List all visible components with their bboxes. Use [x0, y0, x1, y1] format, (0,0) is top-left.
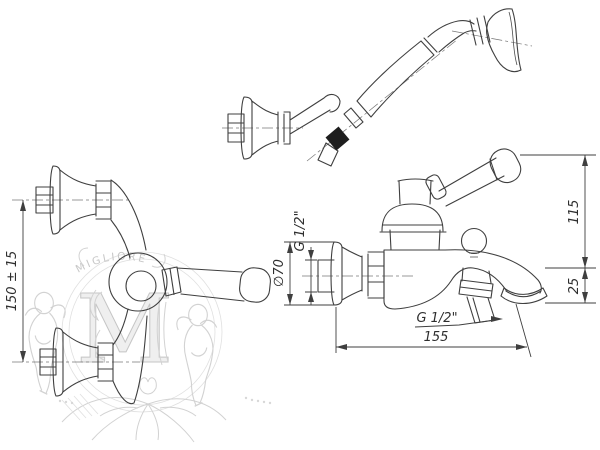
watermark-circle-inner [68, 258, 216, 406]
front-cartridge-ring-outer [108, 252, 168, 312]
dimension-escutcheon-diameter: ∅70 [272, 241, 335, 306]
front-cartridge-ring-inner [125, 270, 157, 302]
handshower-view [222, 8, 533, 167]
front-body [110, 179, 148, 405]
watermark-hatching [61, 393, 99, 421]
handshower-body [317, 15, 491, 167]
dim-text-escutcheon-diameter: ∅70 [272, 259, 287, 287]
handshower-centerlines [222, 30, 533, 162]
watermark-circle-outer [61, 251, 223, 413]
arrowhead [582, 268, 588, 279]
front-lever [161, 266, 245, 302]
dim-text-inlet-thread: G 1/2" [293, 210, 308, 251]
shower-bracket [227, 93, 341, 160]
dimension-inlet-thread: G 1/2" [293, 210, 317, 305]
arrowhead [308, 250, 314, 260]
showerhead-bell [486, 8, 522, 73]
arrowhead [491, 316, 503, 322]
side-lever-cap [489, 148, 522, 184]
dimension-inlet-spread: 150 ± 15 [5, 200, 26, 362]
arrowhead [582, 155, 588, 166]
label-hose-outlet-thread: G 1/2" [414, 311, 503, 328]
hose-outlet-connection [458, 267, 496, 324]
dimension-spout-drop: 25 [545, 268, 596, 304]
front-lever-cap [239, 267, 271, 303]
watermark-monogram: M [76, 275, 173, 385]
front-top-union [35, 165, 112, 235]
arrowhead [287, 294, 293, 305]
arrowhead [287, 242, 293, 253]
dimension-height-top: 115 [520, 154, 596, 269]
dimension-reach: 155 [335, 303, 532, 358]
diverter-knob [460, 227, 488, 255]
dim-text-height-top: 115 [567, 200, 582, 225]
watermark-dots [58, 396, 272, 405]
arrowhead [516, 344, 527, 350]
front-bottom-union [39, 327, 114, 397]
cherub-right-figure [176, 303, 218, 407]
arrowhead [20, 351, 26, 362]
side-wall-union [317, 241, 385, 306]
arrowhead [336, 344, 347, 350]
side-view [302, 148, 548, 324]
dim-text-hose-outlet-thread: G 1/2" [416, 311, 457, 326]
watermark: MIGLIORE M [24, 247, 272, 443]
side-spout [444, 249, 548, 305]
arrowhead [20, 200, 26, 211]
cherub-left-figure [24, 291, 66, 395]
arrowhead [582, 292, 588, 303]
diverter-stem [469, 252, 479, 258]
side-lever-collar [425, 174, 447, 200]
dim-text-inlet-spread: 150 ± 15 [5, 251, 20, 312]
side-body [379, 178, 507, 310]
handshower-rubber-stop [325, 126, 350, 151]
front-view-centerlines [12, 199, 140, 363]
side-lever [438, 157, 505, 207]
showerhead-rim-inner [508, 11, 518, 66]
dim-text-reach: 155 [424, 330, 449, 345]
front-view [12, 165, 271, 405]
arrowhead [308, 292, 314, 302]
arrowhead [582, 257, 588, 268]
dim-text-spout-drop: 25 [567, 278, 582, 295]
